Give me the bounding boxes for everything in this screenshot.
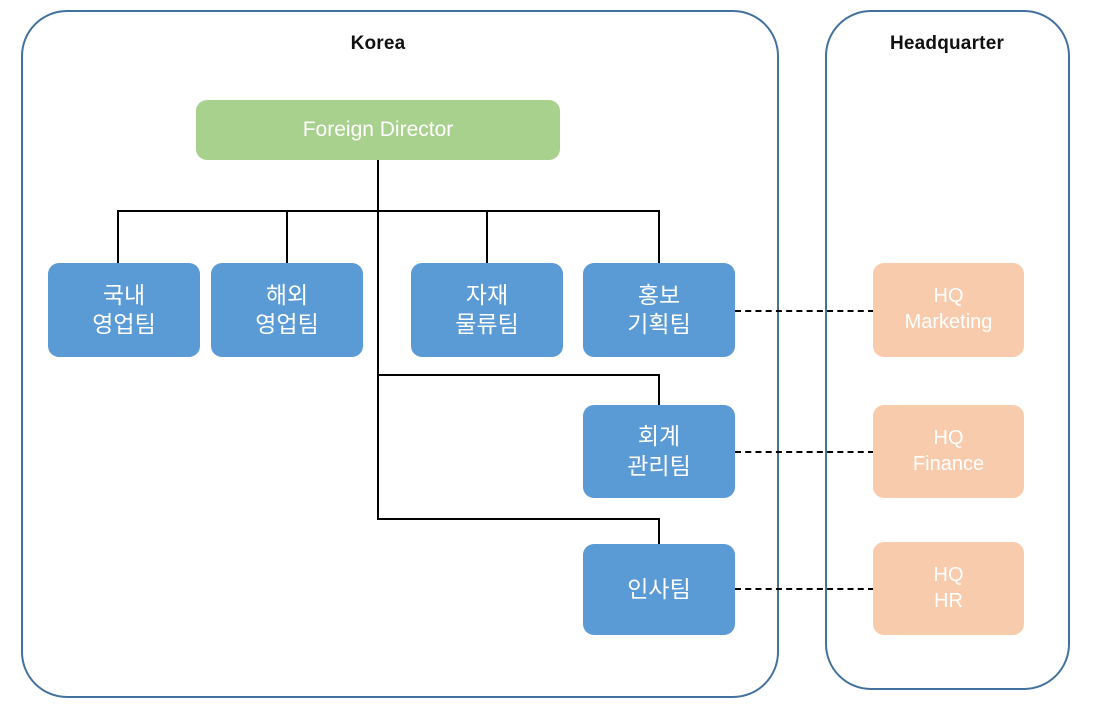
connector-drop-materials-logistics [486, 210, 488, 265]
group-korea-title: Korea [350, 33, 406, 54]
group-headquarter-title: Headquarter [889, 33, 1005, 54]
connector-drop-domestic-sales [117, 210, 119, 265]
node-hq-hr[interactable]: HQ HR [873, 542, 1024, 635]
node-accounting-team[interactable]: 회계 관리팀 [583, 405, 735, 498]
connector-drop-pr-planning [658, 210, 660, 265]
group-headquarter [825, 10, 1070, 690]
node-overseas-sales-team[interactable]: 해외 영업팀 [211, 263, 363, 357]
dashed-link-accounting-hq-finance [735, 451, 874, 453]
dashed-link-pr-planning-hq-marketing [735, 310, 874, 312]
connector-drop-accounting [658, 374, 660, 406]
group-korea [21, 10, 779, 698]
node-foreign-director[interactable]: Foreign Director [196, 100, 560, 160]
node-domestic-sales-team[interactable]: 국내 영업팀 [48, 263, 200, 357]
connector-drop-overseas-sales [286, 210, 288, 265]
node-hq-marketing[interactable]: HQ Marketing [873, 263, 1024, 357]
connector-director-trunk [377, 160, 379, 520]
node-hq-finance[interactable]: HQ Finance [873, 405, 1024, 498]
connector-drop-hr [658, 518, 660, 548]
node-pr-planning-team[interactable]: 홍보 기획팀 [583, 263, 735, 357]
node-hr-team[interactable]: 인사팀 [583, 544, 735, 635]
dashed-link-hr-hq-hr [735, 588, 874, 590]
connector-top-bus [117, 210, 660, 212]
connector-branch-hr [377, 518, 660, 520]
node-materials-logistics-team[interactable]: 자재 물류팀 [411, 263, 563, 357]
connector-branch-accounting [377, 374, 660, 376]
